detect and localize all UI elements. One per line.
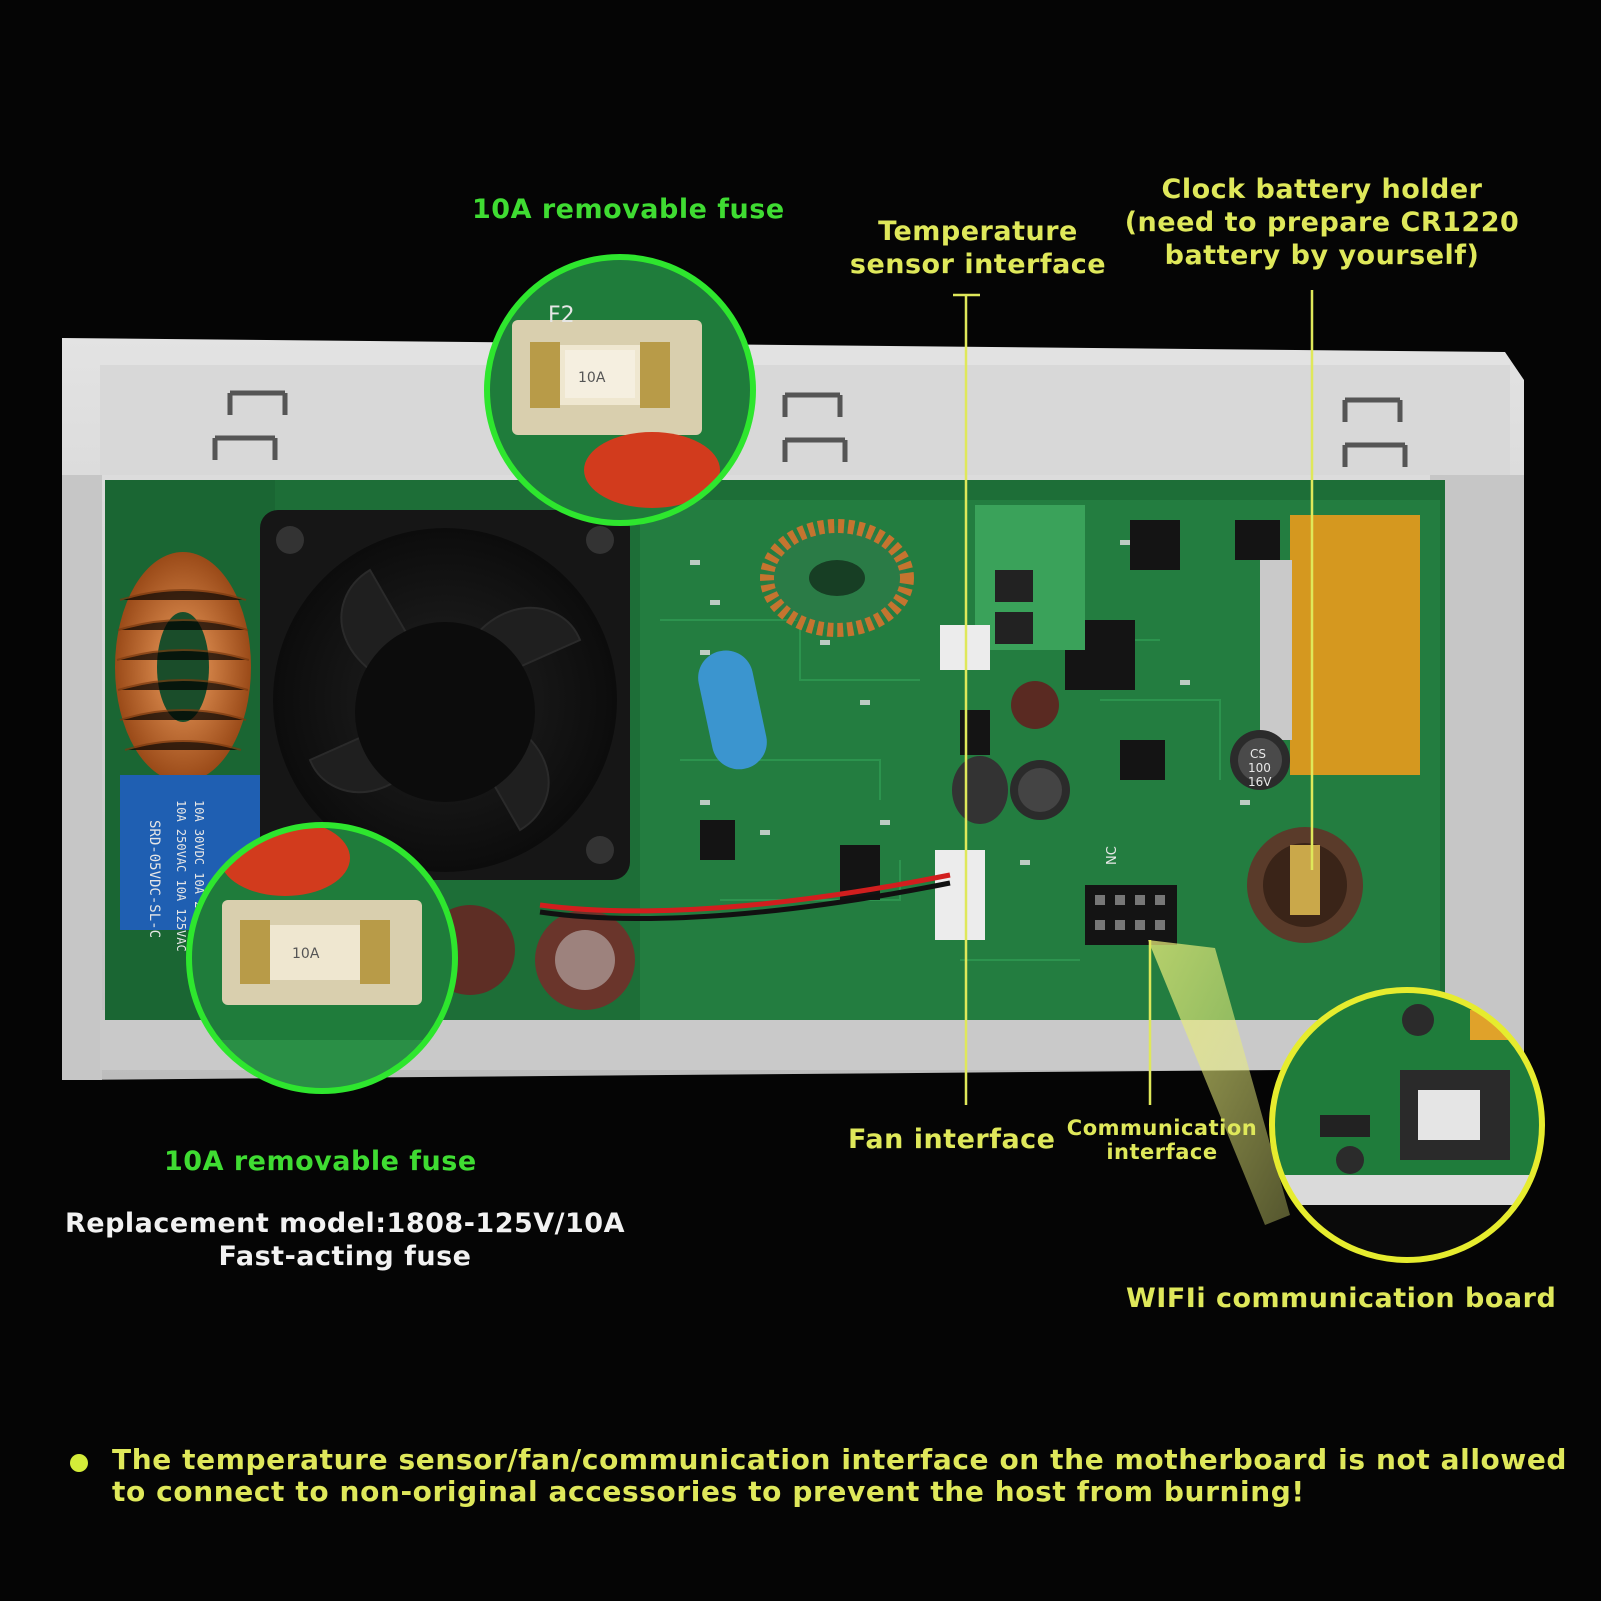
pin-label-nc: NC [1105,846,1120,865]
label-fan-interface: Fan interface [848,1124,1056,1155]
label-temperature-sensor-line2: sensor interface [849,248,1107,280]
cooling-fan [260,510,630,880]
warning-note: The temperature sensor/fan/communication… [70,1443,1568,1509]
label-clock-battery: Clock battery holder (need to prepare CR… [1122,174,1522,273]
cap-label-16v: 16V [1248,775,1272,789]
bullet-dot-icon [70,1454,88,1472]
fuse-bottom-magnifier: 10A [186,822,458,1094]
label-wifi-board: WIFIi communication board [1126,1283,1557,1314]
label-clock-battery-line3: battery by yourself) [1164,239,1480,271]
cap-label-100: 100 [1248,761,1271,775]
fuse-top-magnifier: F2 10A [484,254,756,526]
fuse-top-rating: 10A [578,370,606,386]
label-replacement-line2: Fast-acting fuse [218,1240,472,1272]
label-temperature-sensor: Temperature sensor interface [848,216,1108,282]
fuse-f2-marking: F2 [548,303,575,328]
label-replacement-line1: Replacement model:1808-125V/10A [64,1208,625,1239]
label-clock-battery-line2: (need to prepare CR1220 [1124,206,1520,238]
relay-rating-1: 10A 250VAC 10A 125VAC [174,800,188,952]
label-communication-line1: Communication [1066,1116,1258,1140]
label-replacement-model: Replacement model:1808-125V/10A Fast-act… [60,1208,630,1274]
warning-line2: to connect to non-original accessories t… [112,1475,1305,1509]
label-fuse-bottom: 10A removable fuse [164,1146,477,1177]
label-communication-line2: interface [1106,1140,1218,1165]
label-fuse-top: 10A removable fuse [472,194,785,225]
toroid-inductor [115,552,251,782]
warning-line1: The temperature sensor/fan/communication… [112,1443,1568,1476]
callout-leader-lines [953,290,1314,1105]
wifi-magnifier [1148,940,1545,1263]
fuse-bottom-rating: 10A [292,946,320,962]
label-clock-battery-line1: Clock battery holder [1161,174,1483,205]
label-temperature-sensor-line1: Temperature [878,216,1078,247]
relay-model-text: SRD-05VDC-SL-C [146,820,162,938]
cap-label-cs: CS [1250,747,1266,761]
label-communication-interface: Communication interface [1062,1116,1262,1164]
